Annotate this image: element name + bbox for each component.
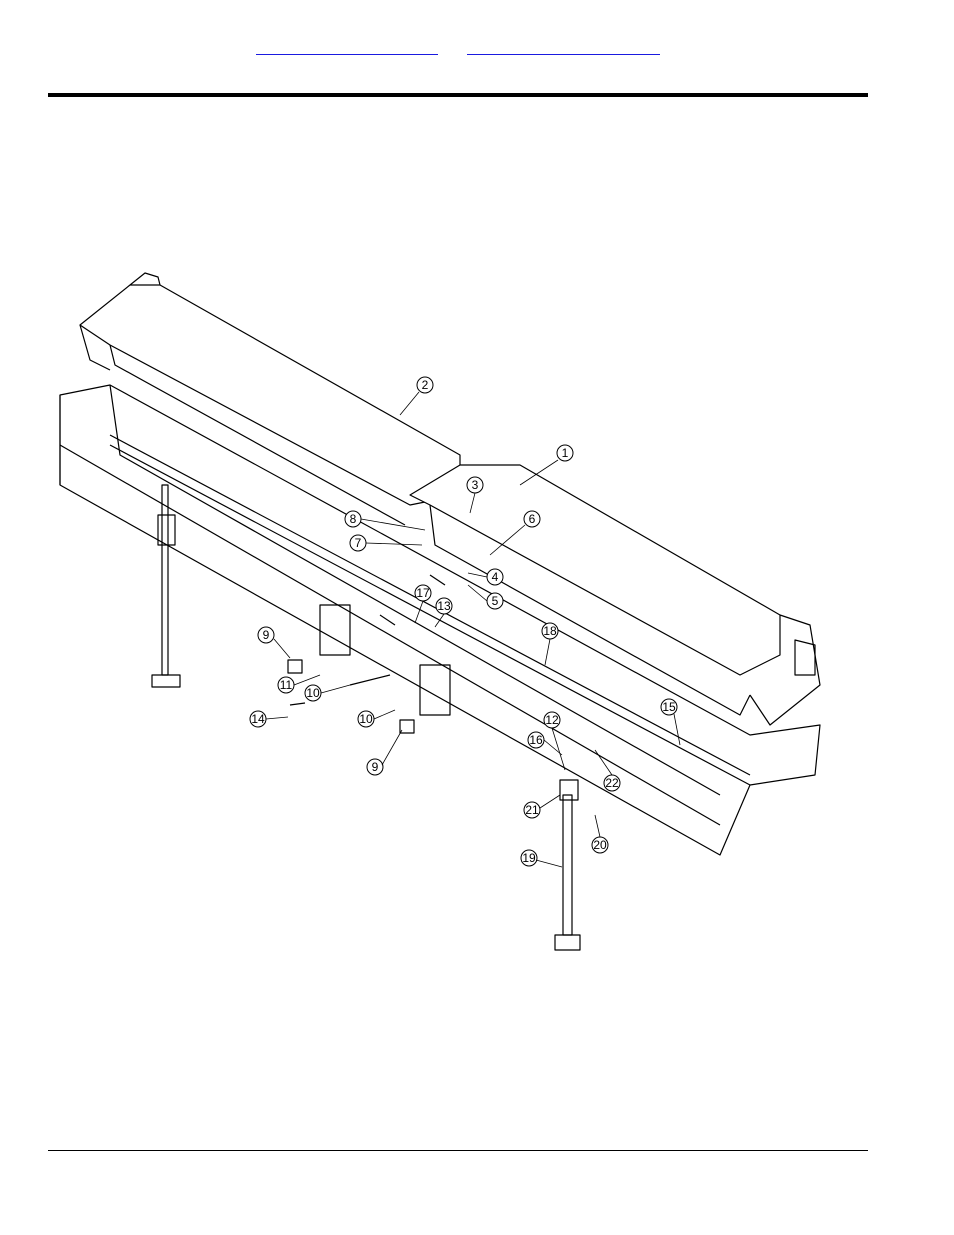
- callout-2: 2: [422, 378, 429, 392]
- header-link-1[interactable]: [256, 38, 438, 55]
- callout-6: 6: [529, 512, 536, 526]
- callout-17: 17: [416, 586, 430, 600]
- parts-diagram: 1 2 3 4 5 6 7 8 9 10 11 12 13 14 15 16 1…: [59, 272, 821, 951]
- header-rule: [48, 93, 868, 97]
- callout-20: 20: [593, 838, 607, 852]
- callout-14: 14: [251, 712, 265, 726]
- callout-10b: 10: [359, 712, 373, 726]
- callout-10: 10: [306, 686, 320, 700]
- callout-12: 12: [545, 713, 559, 727]
- callout-16: 16: [529, 733, 543, 747]
- callout-18: 18: [543, 624, 557, 638]
- footer-rule: [48, 1150, 868, 1151]
- callout-1: 1: [562, 446, 569, 460]
- callout-8: 8: [350, 512, 357, 526]
- callout-4: 4: [492, 570, 499, 584]
- callout-22: 22: [605, 776, 619, 790]
- header-link-2[interactable]: [467, 38, 660, 55]
- callout-3: 3: [472, 478, 479, 492]
- callout-21: 21: [525, 803, 539, 817]
- callout-15: 15: [662, 700, 676, 714]
- callout-9: 9: [263, 628, 270, 642]
- callout-11: 11: [280, 678, 293, 692]
- callout-13: 13: [437, 599, 451, 613]
- callout-19: 19: [522, 851, 536, 865]
- callout-9b: 9: [372, 760, 379, 774]
- callout-5: 5: [492, 594, 499, 608]
- callout-7: 7: [355, 536, 362, 550]
